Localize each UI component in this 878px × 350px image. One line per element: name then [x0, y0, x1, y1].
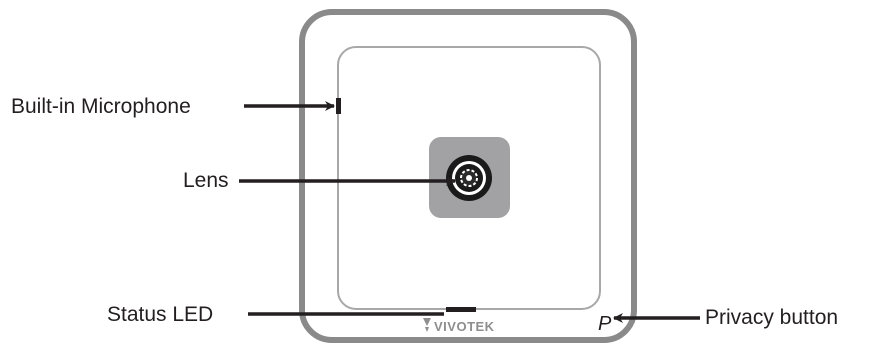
privacy-button-marking: P [598, 313, 612, 335]
status-led-callout-label: Status LED [107, 303, 214, 326]
microphone-callout-label: Built-in Microphone [11, 95, 191, 118]
status-led [446, 307, 476, 312]
lens-callout-label: Lens [183, 169, 229, 192]
microphone-slot [336, 98, 341, 114]
lens-icon [446, 155, 492, 201]
brand-logo-text: VIVOTEK [434, 319, 495, 334]
brand-logo: VIVOTEK [423, 318, 495, 334]
privacy-button-callout-label: Privacy button [705, 306, 839, 329]
